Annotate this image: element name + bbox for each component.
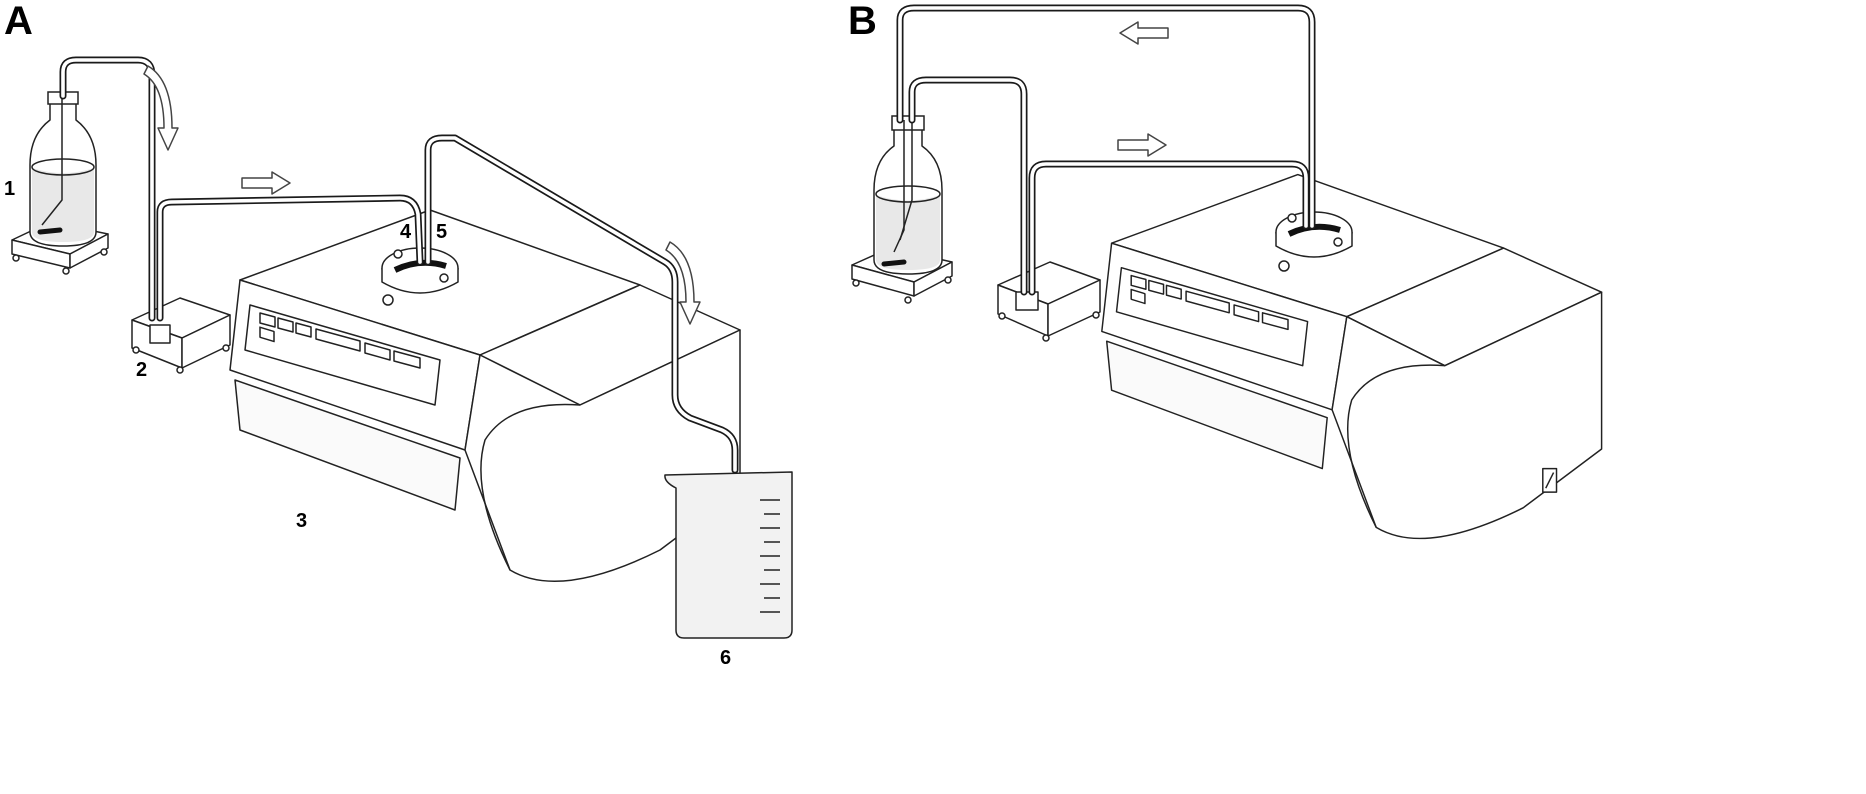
flow-arrow-icon-b	[1117, 21, 1169, 157]
component-number-3: 3	[296, 510, 307, 532]
measuring-beaker-icon	[664, 471, 793, 639]
component-number-4: 4	[400, 221, 412, 243]
panel-label-b: B	[848, 0, 877, 43]
peristaltic-pump-icon-b	[997, 261, 1101, 342]
component-number-5: 5	[436, 221, 447, 243]
component-number-1: 1	[4, 178, 15, 200]
reservoir-bottle-icon-b	[873, 115, 943, 275]
peristaltic-pump-icon	[131, 297, 231, 374]
panel-b: B	[848, 0, 1603, 540]
component-number-6: 6	[720, 647, 731, 669]
reservoir-bottle-icon	[29, 91, 97, 247]
flow-arrow-icon	[143, 65, 701, 325]
panel-a: A 1 2	[4, 0, 793, 669]
rotor-icon	[381, 247, 459, 306]
component-number-2: 2	[136, 359, 147, 381]
panel-label-a: A	[4, 0, 33, 43]
tubing-b	[896, 4, 1316, 296]
